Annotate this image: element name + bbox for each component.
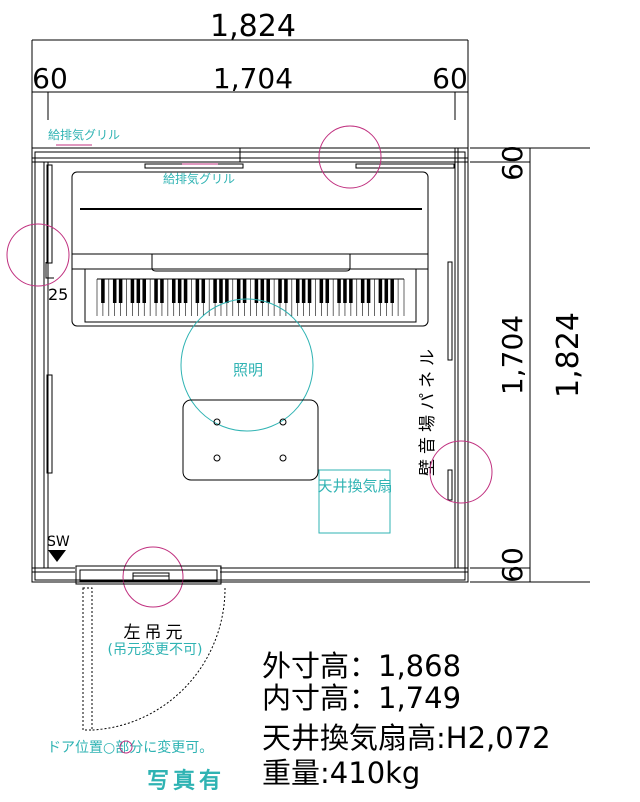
spec-weight: 重量:410kg xyxy=(262,756,420,790)
door-option-marker xyxy=(429,440,493,504)
inner-width-label: 1,704 xyxy=(213,62,293,95)
black-key xyxy=(384,279,389,303)
black-key xyxy=(278,279,282,303)
door-option-marker xyxy=(122,546,184,608)
black-key xyxy=(183,279,188,303)
black-key xyxy=(160,279,164,303)
black-key xyxy=(319,279,324,303)
black-key xyxy=(378,279,383,303)
offset-label: 25 xyxy=(48,285,68,304)
lighting-label: 照明 xyxy=(233,361,263,379)
black-key xyxy=(307,279,312,303)
ceiling-fan-box xyxy=(318,469,391,534)
black-key xyxy=(360,279,365,303)
black-key xyxy=(254,279,259,303)
black-key xyxy=(154,279,158,303)
door[interactable] xyxy=(75,565,226,731)
black-key xyxy=(260,279,265,303)
door-option-marker xyxy=(6,223,70,287)
black-key xyxy=(201,279,206,303)
black-key xyxy=(142,279,147,303)
hinge-label: 左吊元 xyxy=(124,623,187,643)
piano xyxy=(71,171,429,327)
piano-keyboard xyxy=(96,278,405,316)
door-note: ドア位置○部分に変更可。 xyxy=(47,739,213,756)
black-key xyxy=(284,279,288,303)
photo-label: 写真有 xyxy=(147,768,225,794)
bottom-wall-label: 60 xyxy=(496,547,529,583)
room-walls xyxy=(31,144,469,583)
black-key xyxy=(136,279,141,303)
black-key xyxy=(390,279,394,303)
door-note-circle-icon xyxy=(119,740,133,754)
outer-width-label: 1,824 xyxy=(210,9,296,44)
inner-depth-label: 1,704 xyxy=(496,315,529,395)
ceiling-fan-label: 天井換気扇 xyxy=(317,477,392,495)
black-key xyxy=(112,279,117,303)
black-key xyxy=(337,279,341,303)
black-key xyxy=(130,279,135,303)
grille-label-outer: 給排気グリル xyxy=(48,127,120,142)
black-key xyxy=(325,279,330,303)
black-key xyxy=(349,279,353,303)
table xyxy=(182,399,319,481)
outer-depth-label: 1,824 xyxy=(551,312,586,398)
black-key xyxy=(195,279,200,303)
grille-label-inner: 給排気グリル xyxy=(163,171,235,186)
black-key xyxy=(301,279,306,303)
black-key xyxy=(366,279,371,303)
right-dimensions: 60 1,704 60 1,824 xyxy=(470,145,590,583)
specs: 外寸高：1,868 内寸高：1,749 天井換気扇高:H2,072 重量:410… xyxy=(262,649,551,790)
spec-outer-height: 外寸高：1,868 xyxy=(262,649,461,683)
black-key xyxy=(177,279,182,303)
door-option-marker xyxy=(318,125,382,189)
black-key xyxy=(242,279,247,303)
black-key xyxy=(118,279,123,303)
black-key xyxy=(266,279,270,303)
black-key xyxy=(295,279,300,303)
left-wall-label: 60 xyxy=(32,62,68,95)
black-key xyxy=(213,279,217,303)
black-key xyxy=(219,279,223,303)
switch-label: SW xyxy=(47,534,70,550)
top-wall-label: 60 xyxy=(496,145,529,181)
offset-marker xyxy=(45,262,54,279)
black-key xyxy=(236,279,241,303)
spec-inner-height: 内寸高：1,749 xyxy=(262,681,461,715)
wall-panel-label: 壁音場パネル xyxy=(418,344,438,476)
black-key xyxy=(343,279,347,303)
black-key xyxy=(101,279,105,303)
spec-fan-height: 天井換気扇高:H2,072 xyxy=(262,721,551,755)
black-key xyxy=(225,279,229,303)
top-dimensions: 1,824 60 1,704 60 xyxy=(31,9,469,148)
black-key xyxy=(171,279,176,303)
lighting-circle xyxy=(180,298,314,432)
right-wall-label: 60 xyxy=(432,62,468,95)
switch-marker xyxy=(48,550,66,562)
hinge-note: (吊元変更不可) xyxy=(108,641,203,658)
